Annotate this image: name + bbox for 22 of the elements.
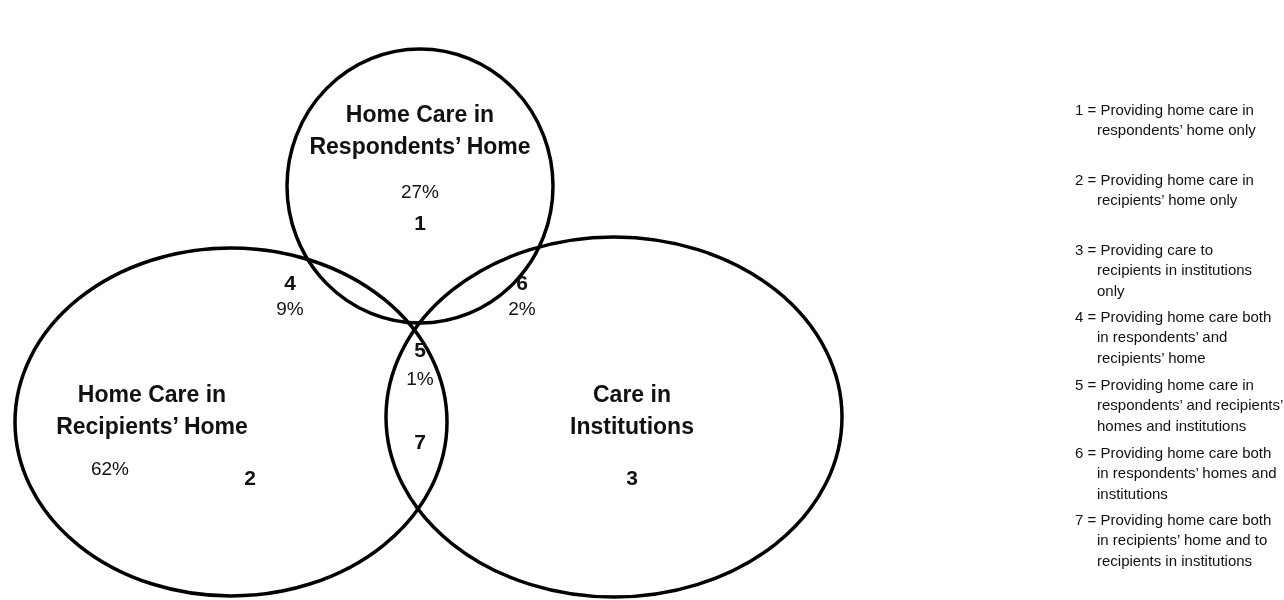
percentage-label: 1%: [406, 368, 434, 390]
region-number: 4: [284, 271, 296, 295]
legend-entry: 7 = Providing home care both in recipients’ home and to recipients in institutions: [1075, 510, 1273, 571]
legend-entry: 4 = Providing home care both in respondents’ and recipients’ home: [1075, 307, 1273, 368]
region-number: 6: [516, 271, 528, 295]
percentage-label: 27%: [401, 181, 439, 203]
legend-entry: 2 = Providing home care in recipients’ home only: [1075, 170, 1255, 211]
percentage-label: 62%: [91, 458, 129, 480]
region-number: 2: [244, 466, 256, 490]
legend-entry: 1 = Providing home care in respondents’ home only: [1075, 100, 1257, 141]
circle-title: Home Care in Respondents’ Home: [308, 99, 532, 161]
region-number: 1: [414, 211, 426, 235]
percentage-label: 2%: [508, 298, 536, 320]
legend-entry: 5 = Providing home care in respondents’ and recipients’ homes and institutions: [1075, 375, 1284, 436]
legend-entry: 6 = Providing home care both in respondents’ homes and institutions: [1075, 443, 1278, 504]
circle-title: Home Care in Recipients’ Home: [55, 379, 249, 441]
percentage-label: 9%: [276, 298, 304, 320]
legend-entry: 3 = Providing care to recipients in institutions only: [1075, 240, 1254, 301]
circle-title: Care in Institutions: [569, 379, 695, 441]
region-number: 5: [414, 338, 426, 362]
region-number: 3: [626, 466, 638, 490]
region-number: 7: [414, 430, 426, 454]
